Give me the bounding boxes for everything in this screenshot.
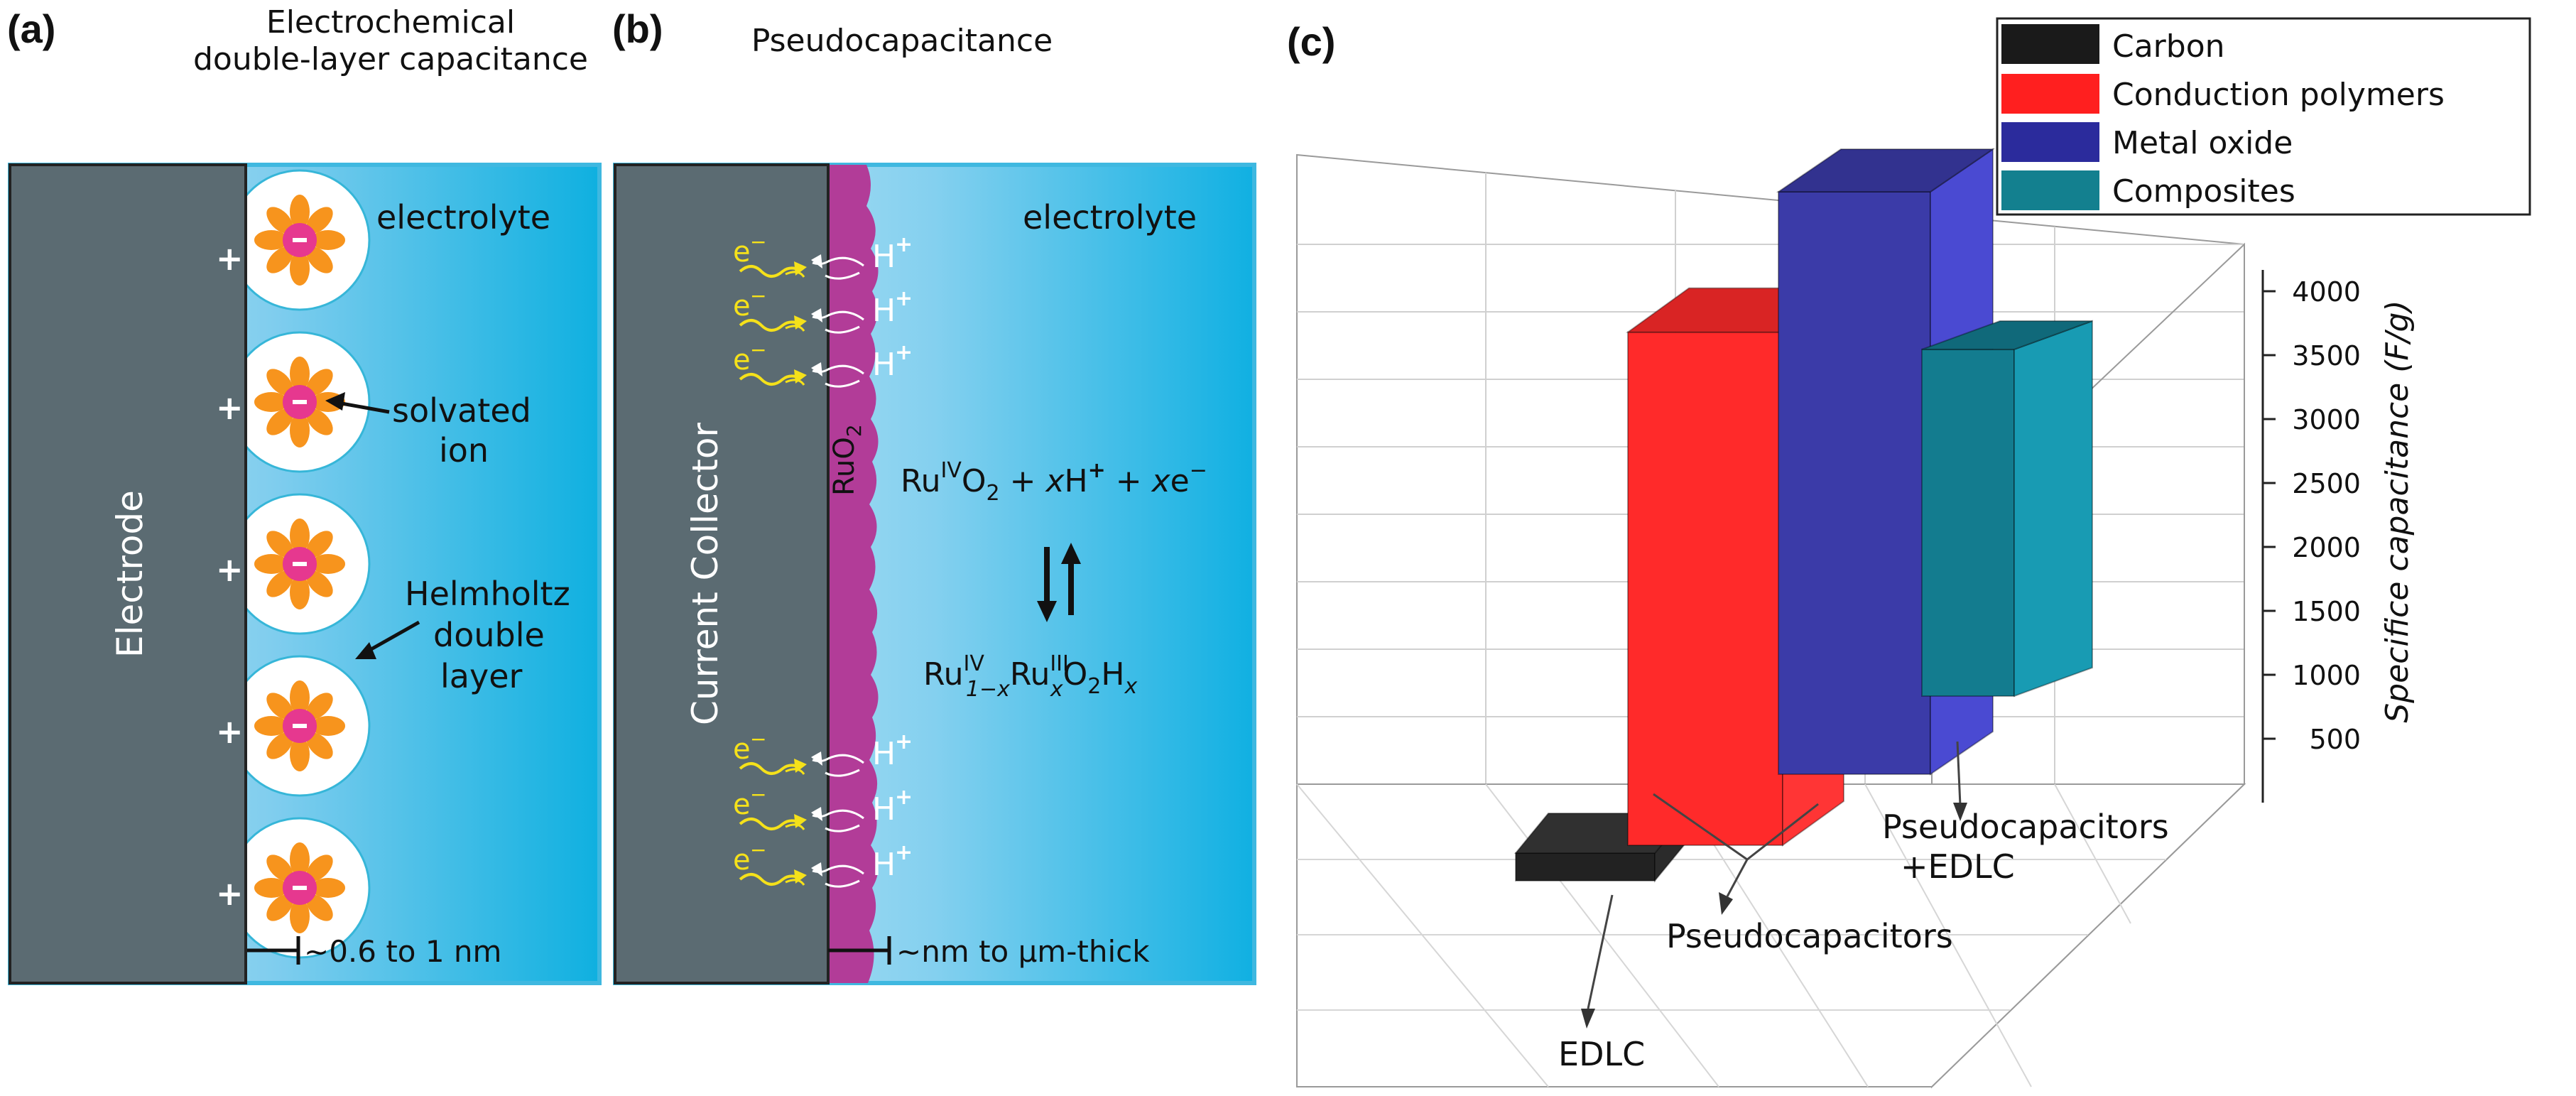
bar-top-face xyxy=(1921,320,2093,350)
y-tick-label: 4000 xyxy=(2292,276,2361,308)
helmholtz-label-3: layer xyxy=(440,657,522,695)
panel-a-title: Electrochemical double-layer capacitance xyxy=(192,4,589,78)
annotation-pseudocapacitors-edlc-2: +EDLC xyxy=(1901,847,2015,886)
bar-front-face xyxy=(1627,331,1783,846)
edlc-diagram: Electrode + + + + + electrolyte solvated… xyxy=(8,163,602,985)
svg-text:+: + xyxy=(216,874,244,913)
solvated-ion-label-1: solvated xyxy=(392,391,531,430)
current-collector-block xyxy=(614,163,830,984)
legend-swatch-composites xyxy=(2001,170,2099,210)
svg-text:RuO2: RuO2 xyxy=(828,424,866,496)
electrolyte-label-b: electrolyte xyxy=(1023,198,1197,237)
scale-label-a: ~0.6 to 1 nm xyxy=(304,934,501,969)
scale-label-b: ~nm to μm-thick xyxy=(896,934,1150,969)
bar-front-face xyxy=(1921,348,2015,697)
legend-label-conduction-polymers: Conduction polymers xyxy=(2112,77,2445,113)
svg-text:+: + xyxy=(216,239,244,278)
y-tick-label: 1500 xyxy=(2292,596,2361,627)
svg-text:+: + xyxy=(216,712,244,751)
panel-a-title-line1: Electrochemical xyxy=(266,4,516,40)
equation-top: RuIVO2 + xH+ + xe− xyxy=(901,458,1207,506)
bars-group xyxy=(1513,148,2093,883)
annotation-pseudocapacitors: Pseudocapacitors xyxy=(1666,917,1953,955)
y-axis-ticks: 500 1000 1500 2000 2500 3000 3500 4000 xyxy=(2263,276,2361,755)
y-tick-label: 500 xyxy=(2309,724,2361,755)
legend-swatch-metal-oxide xyxy=(2001,122,2099,162)
panel-b-label: (b) xyxy=(612,6,663,51)
y-tick-label: 2500 xyxy=(2292,468,2361,499)
legend-label-metal-oxide: Metal oxide xyxy=(2112,125,2293,161)
legend-label-carbon: Carbon xyxy=(2112,28,2225,65)
helmholtz-label-2: double xyxy=(433,616,545,654)
legend-label-composites: Composites xyxy=(2112,173,2295,210)
pseudocapacitance-diagram: e − H + Current Collector RuO2 electroly… xyxy=(613,163,1256,985)
svg-text:+: + xyxy=(216,389,244,427)
panel-a-label: (a) xyxy=(7,6,56,51)
bar-front-face xyxy=(1515,852,1656,881)
y-tick-label: 2000 xyxy=(2292,532,2361,563)
annotation-arrowheads xyxy=(1581,803,1967,1029)
helmholtz-pointer xyxy=(362,620,420,656)
legend-swatch-conduction-polymers xyxy=(2001,74,2099,114)
plus-charges: + + + + + xyxy=(216,239,244,913)
panel-b-title: Pseudocapacitance xyxy=(751,23,1053,59)
electrode-label: Electrode xyxy=(109,490,151,658)
annotation-edlc: EDLC xyxy=(1558,1035,1645,1073)
floor-grid xyxy=(1296,783,2166,1087)
y-axis-title: Specifice capacitance (F/g) xyxy=(2379,300,2415,722)
y-tick-label: 3500 xyxy=(2292,340,2361,371)
y-tick-label: 1000 xyxy=(2292,660,2361,691)
bar-front-face xyxy=(1778,191,1931,775)
panel-a-title-line2: double-layer capacitance xyxy=(192,41,589,77)
annotation-pointers xyxy=(1587,741,1962,1009)
current-collector-label: Current Collector xyxy=(685,423,726,725)
electrode-block xyxy=(9,163,247,984)
panel-c-label: (c) xyxy=(1287,19,1336,64)
svg-text:+: + xyxy=(216,550,244,589)
bar-side-face xyxy=(2013,320,2093,698)
bar-composites xyxy=(1921,320,2093,698)
electrolyte-label-a: electrolyte xyxy=(376,198,550,237)
helmholtz-label-1: Helmholtz xyxy=(405,575,570,613)
legend-swatch-carbon xyxy=(2001,24,2099,64)
chart-legend: Carbon Conduction polymers Metal oxide C… xyxy=(1996,17,2531,216)
bar-top-face xyxy=(1776,148,1996,192)
y-tick-label: 3000 xyxy=(2292,404,2361,435)
equilibrium-arrows xyxy=(1037,543,1081,622)
annotation-pseudocapacitors-edlc-1: Pseudocapacitors xyxy=(1882,808,2169,846)
ruo2-label: RuO2 xyxy=(828,424,866,496)
solvated-ion-label-2: ion xyxy=(439,431,489,470)
